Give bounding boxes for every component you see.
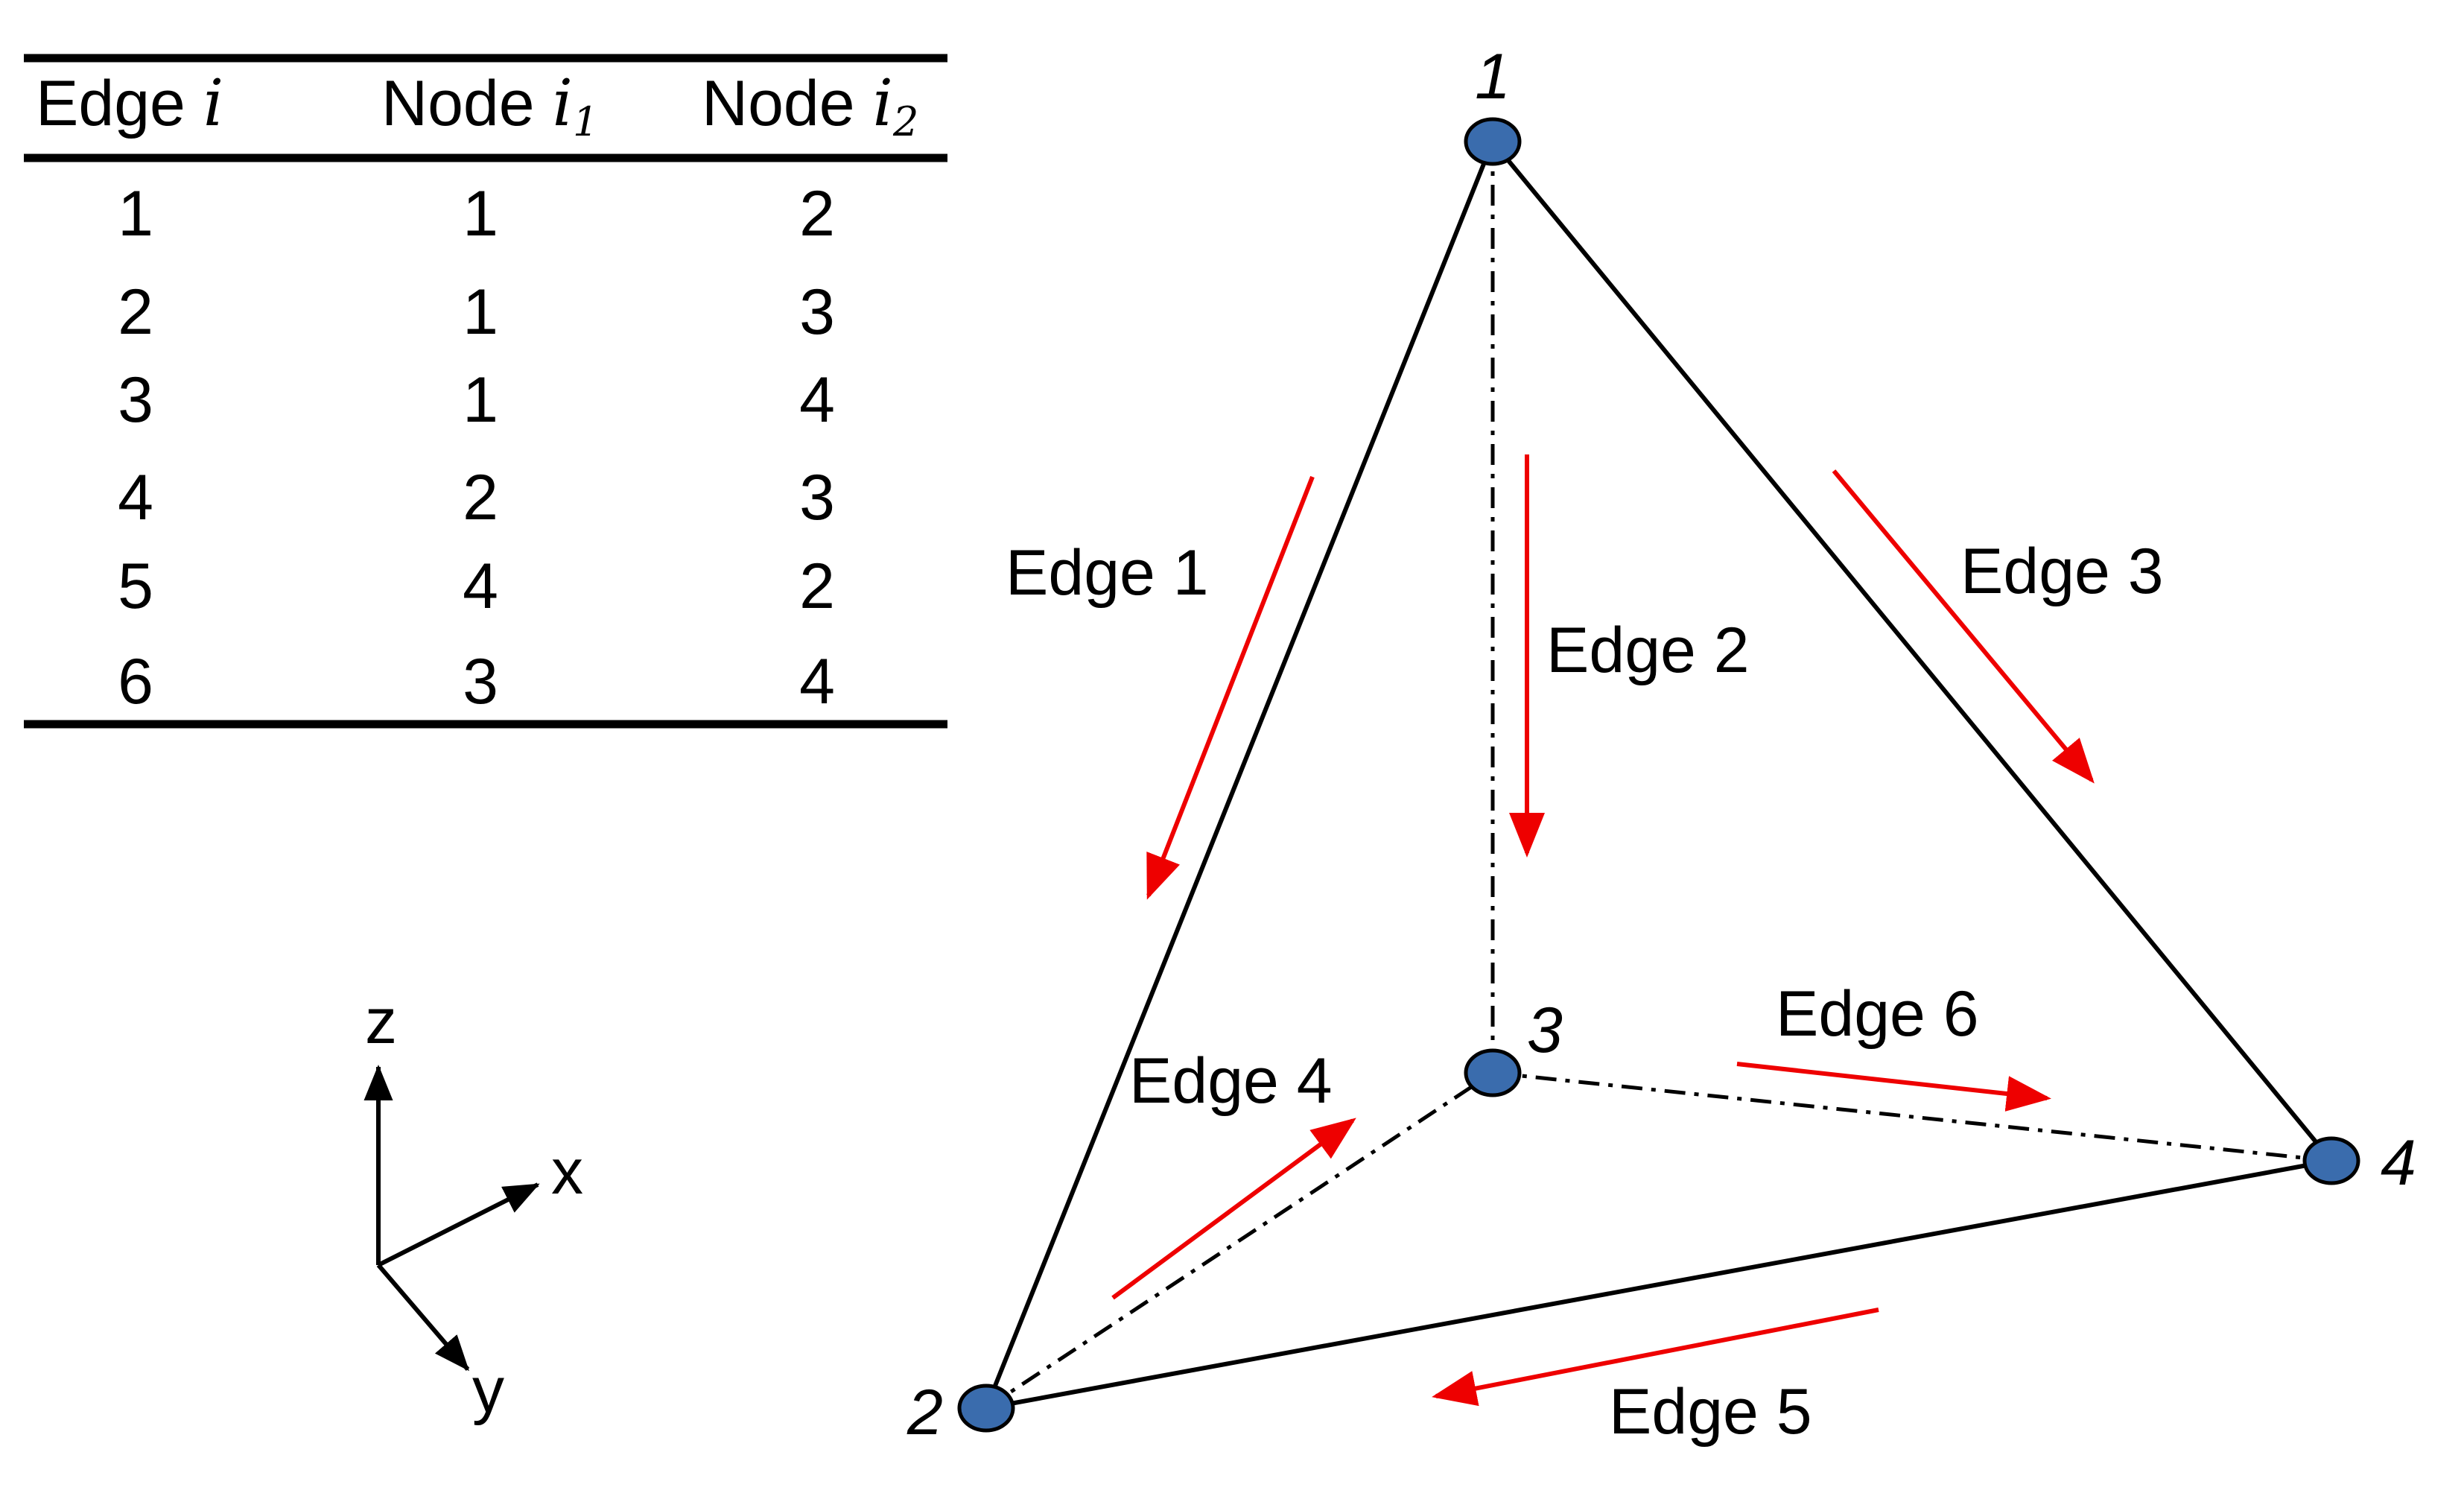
edge-5-direction-arrow xyxy=(1432,1308,1879,1407)
edge-4-label: Edge 4 xyxy=(1129,1045,1333,1117)
tetrahedron-nodes: 1 2 3 4 xyxy=(906,41,2416,1448)
edge-1-direction-arrow xyxy=(1146,475,1315,900)
edge-1-label: Edge 1 xyxy=(1006,537,1209,609)
node-2-marker xyxy=(957,1384,1015,1433)
edge-5-line xyxy=(985,1159,2332,1410)
table-cell: 4 xyxy=(463,551,498,622)
table-cell: 3 xyxy=(463,646,498,717)
edge-6-label: Edge 6 xyxy=(1776,978,1979,1050)
node-3-label: 3 xyxy=(1527,995,1563,1066)
y-axis-label: y xyxy=(472,1354,504,1426)
table-cell: 2 xyxy=(799,551,835,622)
node-4-label: 4 xyxy=(2381,1127,2416,1199)
node-2-label: 2 xyxy=(906,1377,943,1448)
edge-3-direction-arrow xyxy=(1832,469,2095,784)
edge-5-label: Edge 5 xyxy=(1609,1376,1812,1448)
y-axis-arrow xyxy=(376,1264,470,1372)
edge-2-label: Edge 2 xyxy=(1546,615,1750,686)
table-cell: 3 xyxy=(799,276,835,348)
edge-6-line xyxy=(1492,1071,2332,1163)
table-cell: 1 xyxy=(463,178,498,250)
table-cell: 5 xyxy=(118,551,153,622)
table-cell: 2 xyxy=(799,178,835,250)
table-cell: 1 xyxy=(463,276,498,348)
table-cell: 4 xyxy=(118,462,153,533)
edge-6-direction-arrow xyxy=(1736,1062,2051,1112)
table-cell: 1 xyxy=(118,178,153,250)
table-cell: 3 xyxy=(118,364,153,436)
edge-4-line xyxy=(985,1071,1494,1410)
node-4-marker xyxy=(2302,1136,2360,1185)
node-3-marker xyxy=(1464,1048,1522,1097)
table-cell: 1 xyxy=(463,364,498,436)
tetrahedron-edges xyxy=(984,140,2334,1410)
edge-4-direction-arrow xyxy=(1111,1118,1356,1300)
table-cell: 6 xyxy=(118,646,153,717)
x-axis-label: x xyxy=(551,1136,583,1208)
column-header-node-1: Node i1 xyxy=(381,66,598,145)
x-axis-arrow xyxy=(377,1182,540,1267)
table-cell: 3 xyxy=(799,462,835,533)
column-header-node-2: Node i2 xyxy=(702,66,918,145)
edge-3-line xyxy=(1490,140,2334,1162)
table-cell: 4 xyxy=(799,646,835,717)
node-1-label: 1 xyxy=(1475,41,1511,112)
table-cell: 4 xyxy=(799,364,835,436)
edge-1-line xyxy=(984,140,1495,1410)
coordinate-axes: z x y xyxy=(363,986,583,1426)
node-1-marker xyxy=(1464,117,1522,166)
edge-node-table: Edge i Node i1 Node i2 1 1 2 2 1 3 3 1 4… xyxy=(24,54,947,729)
column-header-edge: Edge i xyxy=(36,66,223,141)
edge-labels: Edge 1 Edge 2 Edge 3 Edge 4 Edge 5 Edge … xyxy=(1006,536,2164,1448)
z-axis-label: z xyxy=(365,986,397,1057)
table-cell: 2 xyxy=(463,462,498,533)
edge-3-label: Edge 3 xyxy=(1960,536,2164,607)
table-cell: 2 xyxy=(118,276,153,348)
edge-direction-arrows xyxy=(1111,454,2095,1407)
